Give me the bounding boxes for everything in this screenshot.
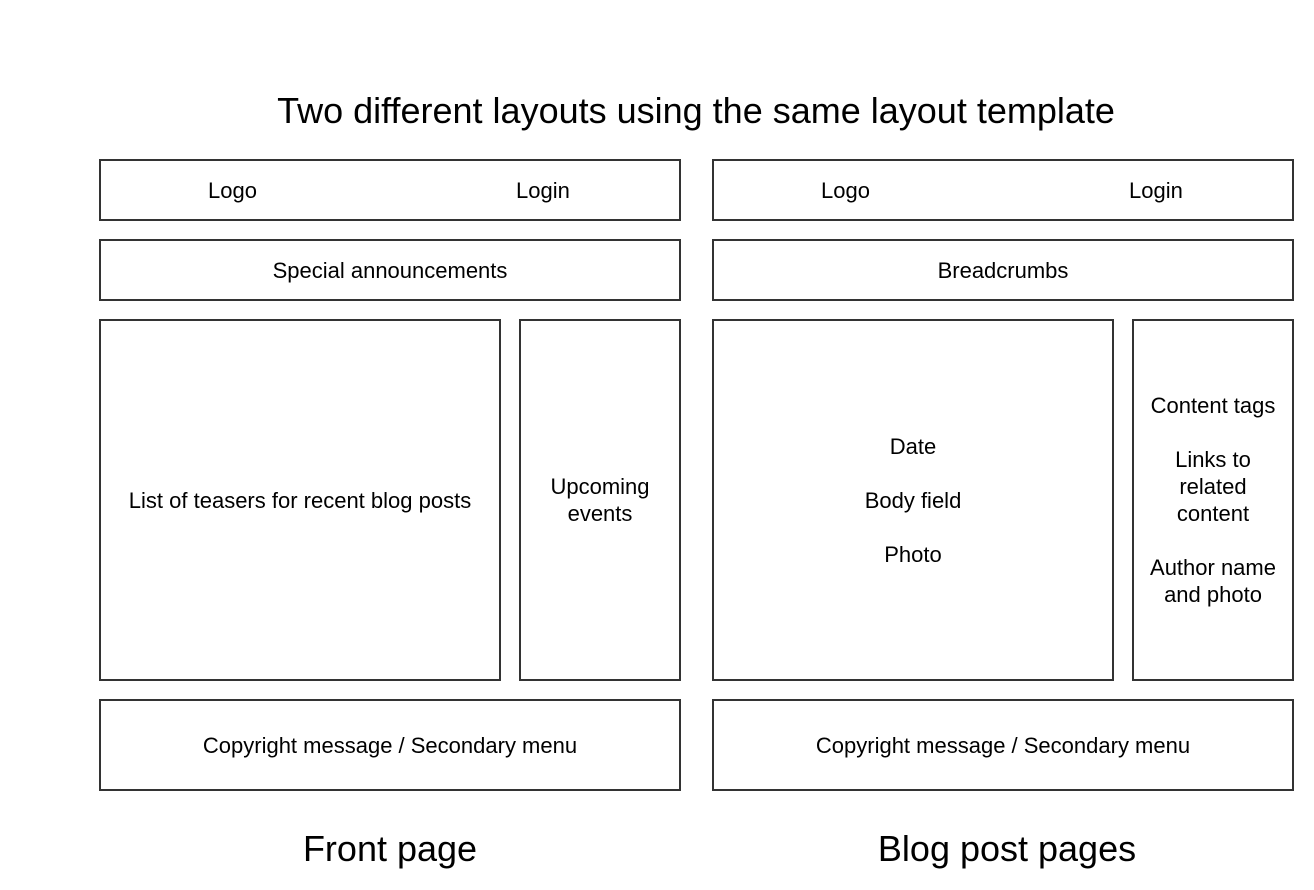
blog-breadcrumbs-region: Breadcrumbs	[712, 239, 1294, 301]
front-sidebar-region: Upcoming events	[519, 319, 681, 681]
front-sidebar-label-line2: events	[567, 501, 633, 526]
front-footer-region: Copyright message / Secondary menu	[99, 699, 681, 791]
blog-sidebar-links-line1: Links to	[1175, 447, 1251, 472]
blog-main-region: Date Body field Photo	[712, 319, 1114, 681]
blog-footer-region: Copyright message / Secondary menu	[712, 699, 1294, 791]
front-main-label: List of teasers for recent blog posts	[128, 487, 472, 513]
blog-sidebar-author-line1: Author name	[1150, 555, 1276, 580]
blog-sidebar-region: Content tags Links to related content Au…	[1132, 319, 1294, 681]
blog-sidebar-links-line3: content	[1176, 501, 1250, 526]
front-footer-label: Copyright message / Secondary menu	[202, 732, 578, 758]
blog-header-logo: Logo	[821, 178, 870, 203]
blog-header-login: Login	[1129, 178, 1183, 203]
blog-breadcrumbs-label: Breadcrumbs	[937, 257, 1069, 283]
front-header-region	[99, 159, 681, 221]
blog-header-region	[712, 159, 1294, 221]
blog-post-pages-caption: Blog post pages	[877, 828, 1137, 869]
front-page-caption: Front page	[302, 828, 478, 869]
diagram-title: Two different layouts using the same lay…	[277, 90, 1115, 131]
blog-footer-label: Copyright message / Secondary menu	[815, 732, 1191, 758]
blog-main-body-label: Body field	[864, 487, 962, 513]
front-main-region: List of teasers for recent blog posts	[99, 319, 501, 681]
front-announcements-region: Special announcements	[99, 239, 681, 301]
front-header-login: Login	[516, 178, 570, 203]
blog-main-date-label: Date	[889, 433, 937, 459]
front-announcements-label: Special announcements	[272, 257, 508, 283]
front-header-logo: Logo	[208, 178, 257, 203]
blog-sidebar-author-line2: and photo	[1164, 582, 1262, 607]
front-sidebar-label-line1: Upcoming	[550, 474, 650, 499]
blog-main-photo-label: Photo	[884, 541, 942, 567]
blog-sidebar-tags-label: Content tags	[1150, 393, 1276, 418]
blog-sidebar-links-line2: related	[1179, 474, 1247, 499]
